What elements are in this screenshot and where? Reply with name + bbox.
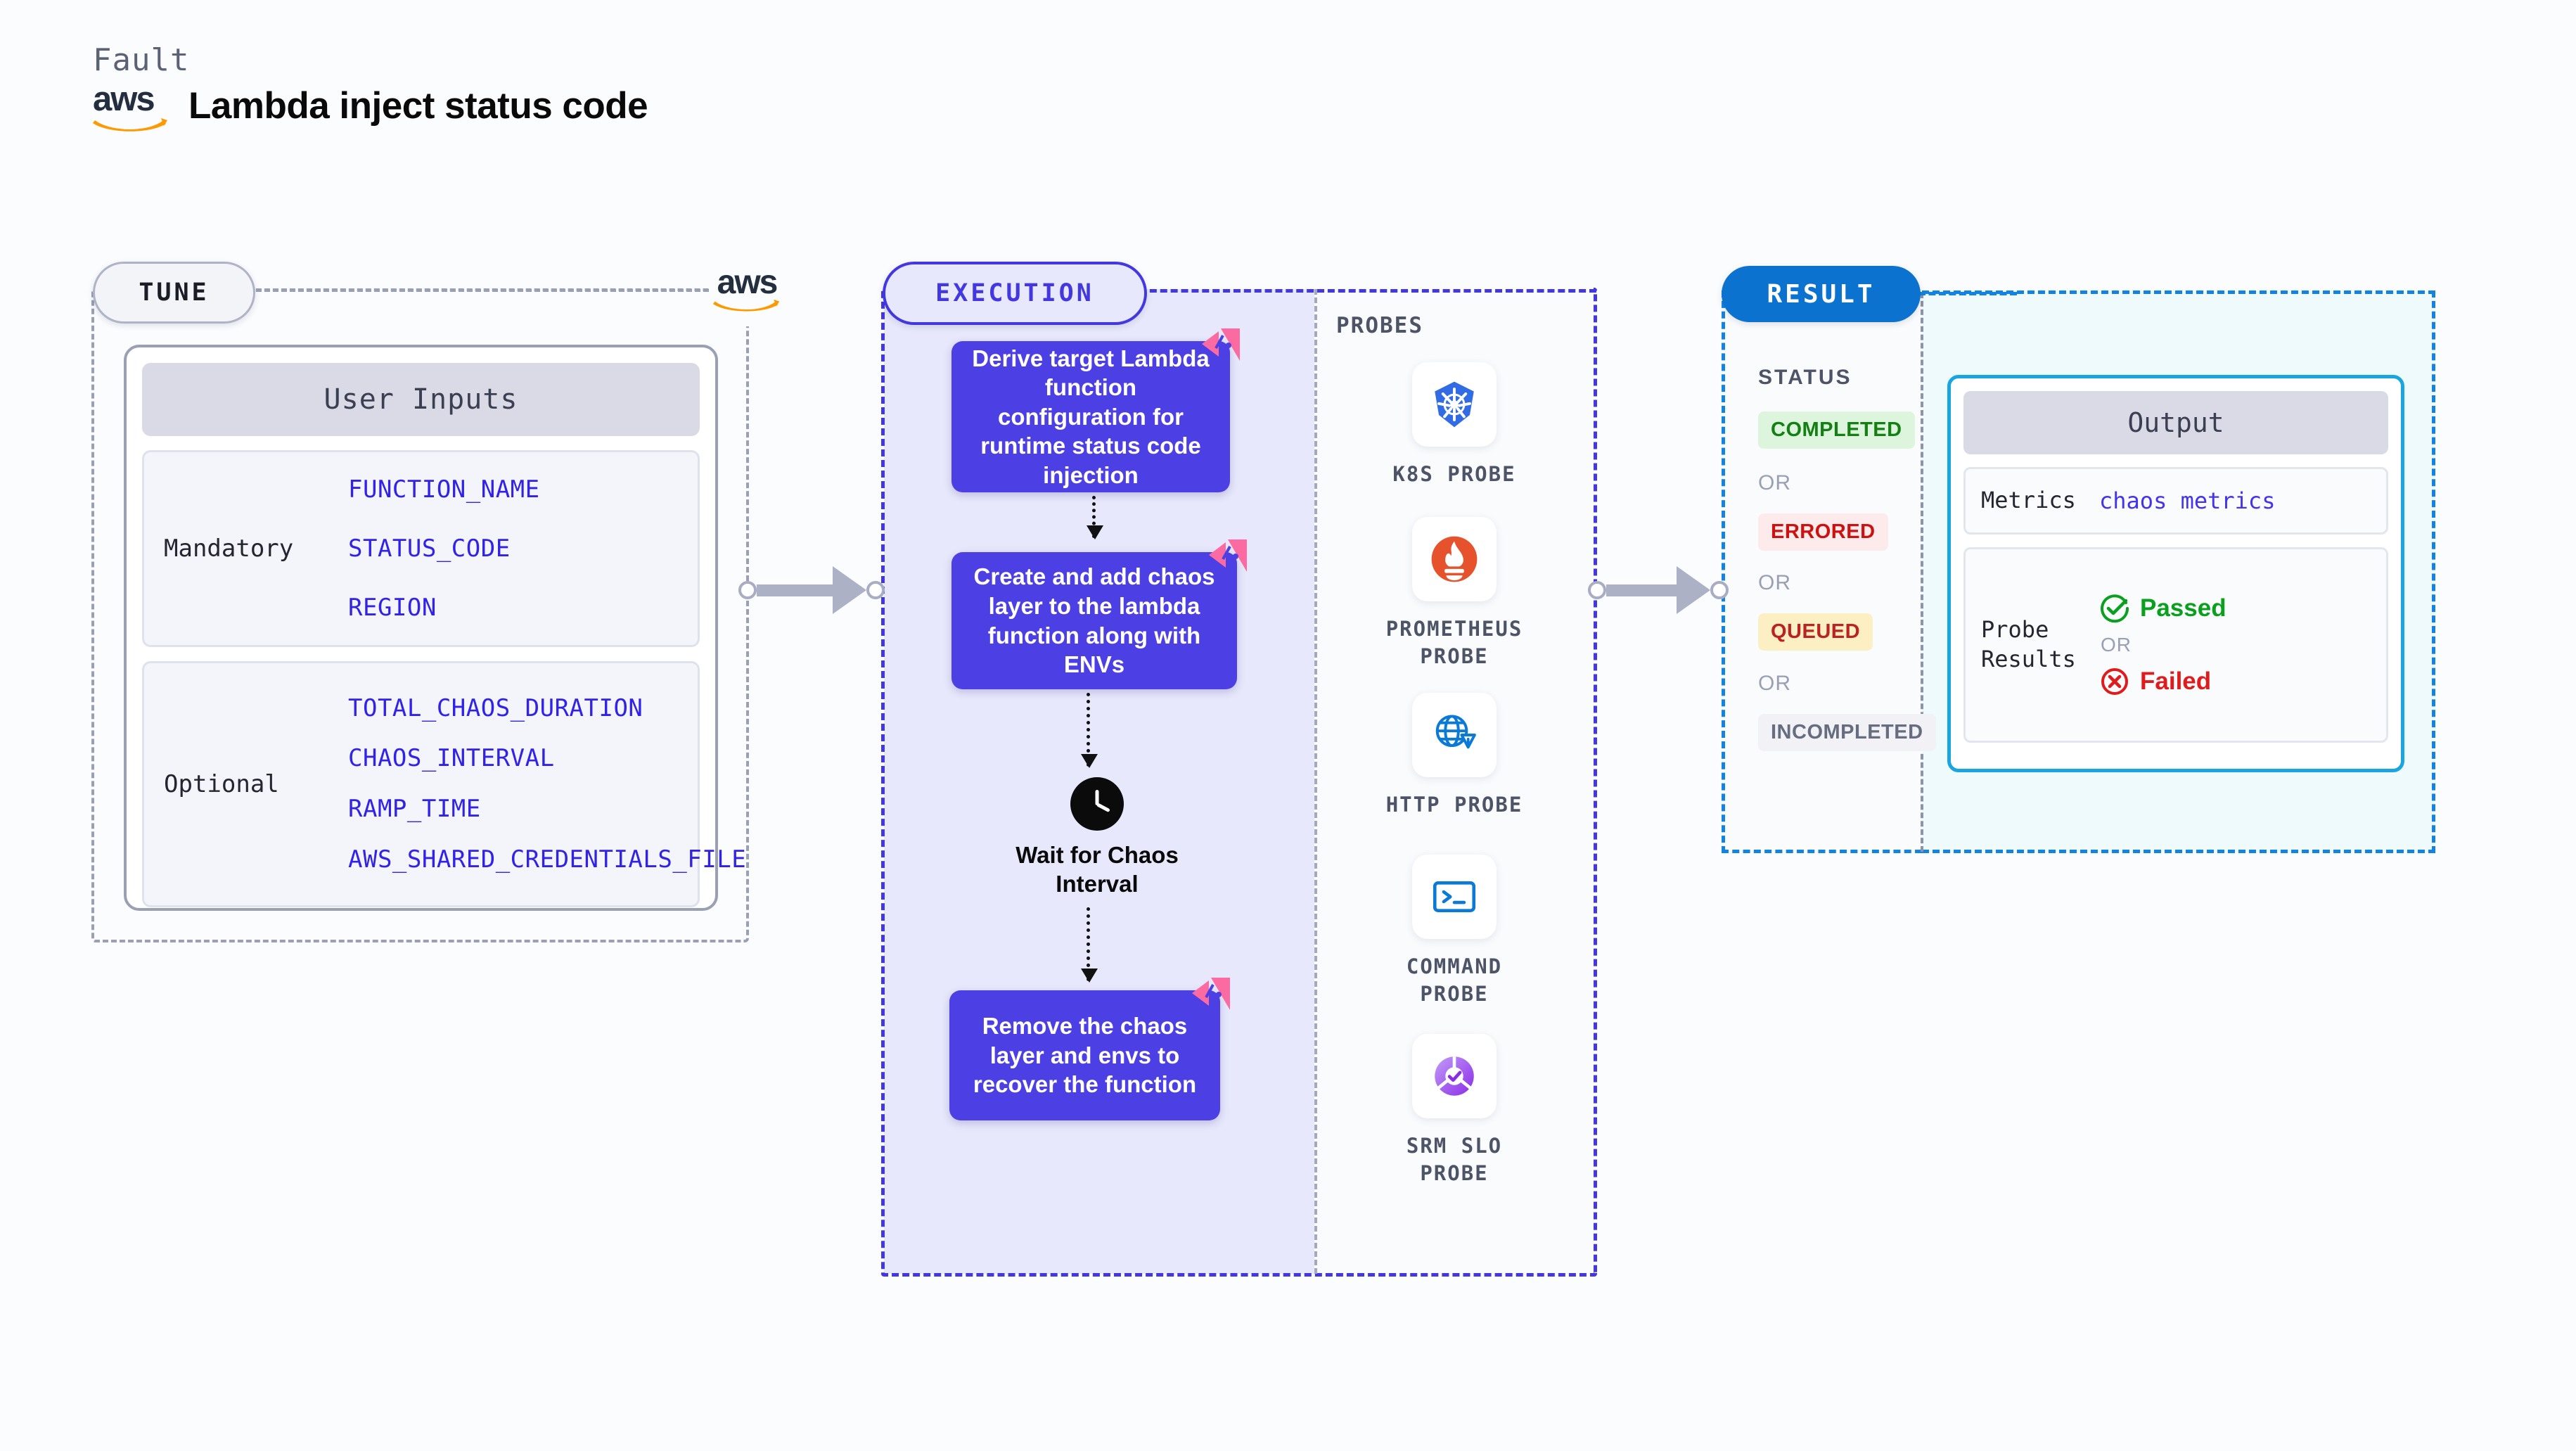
status-title: STATUS: [1758, 366, 1852, 389]
execution-section: [881, 288, 1597, 1277]
connector-start-dot: [1588, 581, 1606, 599]
param-chaos-interval[interactable]: CHAOS_INTERVAL: [348, 744, 555, 773]
prometheus-icon: [1412, 517, 1497, 601]
wait-for-chaos-interval-node: Wait for Chaos Interval: [999, 777, 1196, 899]
srm-slo-icon: [1412, 1034, 1497, 1118]
probe-result-failed: Failed: [2099, 666, 2386, 697]
probe-srm-slo-label: SRM SLO PROBE: [1406, 1134, 1503, 1186]
page-title: Lambda inject status code: [188, 84, 648, 127]
connector-execution-to-result: [1588, 566, 1729, 614]
execution-arrow-1: [1087, 496, 1103, 539]
litmus-marker-icon: [1192, 978, 1230, 1010]
probe-k8s[interactable]: K8S PROBE: [1366, 362, 1542, 488]
terminal-icon: [1412, 855, 1497, 939]
optional-params-group: Optional TOTAL_CHAOS_DURATION CHAOS_INTE…: [142, 661, 747, 907]
probe-k8s-label: K8S PROBE: [1392, 462, 1516, 486]
page-header: Fault aws Lambda inject status code: [93, 42, 648, 132]
status-badge-queued: QUEUED: [1758, 613, 1873, 651]
metrics-value[interactable]: chaos metrics: [2099, 487, 2276, 514]
probe-result-passed: Passed: [2099, 593, 2386, 624]
probe-prometheus-label: PROMETHEUS PROBE: [1385, 617, 1523, 669]
result-badge: RESULT: [1722, 266, 1921, 322]
litmus-marker-icon: [1202, 328, 1240, 361]
aws-wordmark-small: aws: [717, 264, 778, 301]
status-badge-errored: ERRORED: [1758, 513, 1888, 551]
execution-step-4-label: Remove the chaos layer and envs to recov…: [973, 1013, 1197, 1098]
aws-logo: aws: [93, 80, 170, 132]
probe-http[interactable]: HTTP PROBE: [1366, 693, 1542, 819]
metrics-row: Metrics chaos metrics: [1963, 467, 2388, 535]
kubernetes-icon: [1412, 362, 1497, 447]
param-ramp-time[interactable]: RAMP_TIME: [348, 795, 481, 823]
mandatory-params-group: Mandatory FUNCTION_NAME STATUS_CODE REGI…: [142, 450, 700, 647]
status-badge-completed: COMPLETED: [1758, 411, 1915, 449]
aws-smile-icon-small: [713, 299, 780, 312]
param-region[interactable]: REGION: [348, 594, 437, 622]
connector-arrowhead: [833, 566, 866, 614]
x-circle-icon: [2101, 668, 2128, 695]
param-total-chaos-duration[interactable]: TOTAL_CHAOS_DURATION: [348, 693, 643, 722]
probe-http-label: HTTP PROBE: [1385, 793, 1523, 817]
failed-label: Failed: [2140, 667, 2212, 695]
execution-top-divider: [1139, 289, 1596, 293]
probes-divider: [1314, 289, 1317, 1274]
aws-logo-mark: aws: [709, 253, 785, 326]
user-inputs-header: User Inputs: [142, 363, 700, 436]
tune-divider: [248, 289, 726, 292]
execution-arrow-2: [1081, 693, 1098, 768]
probe-prometheus[interactable]: PROMETHEUS PROBE: [1366, 517, 1542, 670]
probe-result-or: OR: [2101, 634, 2132, 656]
execution-step-1-label: Derive target Lambda function configurat…: [972, 345, 1210, 488]
fault-label: Fault: [93, 42, 190, 78]
status-or-3: OR: [1758, 672, 1791, 695]
probe-srm-slo[interactable]: SRM SLO PROBE: [1366, 1034, 1542, 1187]
status-or-1: OR: [1758, 471, 1791, 494]
param-function-name[interactable]: FUNCTION_NAME: [348, 475, 540, 504]
http-globe-icon: [1412, 693, 1497, 777]
connector-tune-to-execution: [738, 566, 885, 614]
clock-icon: [1070, 777, 1124, 831]
connector-bar: [1606, 584, 1677, 596]
aws-smile-icon: [93, 118, 167, 132]
probe-results-row: Probe Results Passed OR Failed: [1963, 547, 2388, 743]
mandatory-label: Mandatory: [164, 535, 294, 563]
execution-arrow-3: [1081, 907, 1098, 983]
execution-step-2-label: Create and add chaos layer to the lambda…: [973, 563, 1215, 678]
probes-title: PROBES: [1336, 313, 1423, 338]
result-status-section: [1722, 290, 1922, 853]
check-circle-icon: [2101, 594, 2129, 623]
optional-label: Optional: [164, 770, 279, 798]
execution-step-1: Derive target Lambda function configurat…: [951, 328, 1240, 492]
execution-step-2: Create and add chaos layer to the lambda…: [951, 539, 1247, 689]
passed-label: Passed: [2140, 594, 2226, 622]
metrics-label: Metrics: [1981, 487, 2076, 514]
connector-arrowhead: [1677, 566, 1710, 614]
status-output-divider: [1921, 293, 1923, 852]
status-or-2: OR: [1758, 571, 1791, 594]
param-aws-shared-credentials-file[interactable]: AWS_SHARED_CREDENTIALS_FILE: [348, 845, 747, 874]
probe-results-label: Probe Results: [1981, 616, 2076, 672]
probe-command[interactable]: COMMAND PROBE: [1366, 855, 1542, 1008]
output-header: Output: [1963, 391, 2388, 454]
connector-start-dot: [738, 581, 757, 599]
param-status-code[interactable]: STATUS_CODE: [348, 535, 511, 563]
connector-bar: [757, 584, 833, 596]
output-card: Output Metrics chaos metrics Probe Resul…: [1947, 375, 2404, 772]
execution-step-4: Remove the chaos layer and envs to recov…: [949, 978, 1230, 1120]
status-badge-incompleted: INCOMPLETED: [1758, 714, 1936, 751]
connector-end-dot: [1710, 581, 1729, 599]
user-inputs-card: User Inputs Mandatory FUNCTION_NAME STAT…: [124, 345, 747, 911]
result-top-divider: [1918, 292, 2017, 295]
tune-badge: TUNE: [93, 262, 255, 324]
aws-wordmark: aws: [93, 80, 155, 118]
wait-node-label: Wait for Chaos Interval: [1015, 842, 1179, 897]
connector-end-dot: [866, 581, 885, 599]
execution-badge: EXECUTION: [883, 262, 1147, 325]
litmus-marker-icon: [1209, 539, 1247, 572]
probe-command-label: COMMAND PROBE: [1406, 954, 1503, 1006]
